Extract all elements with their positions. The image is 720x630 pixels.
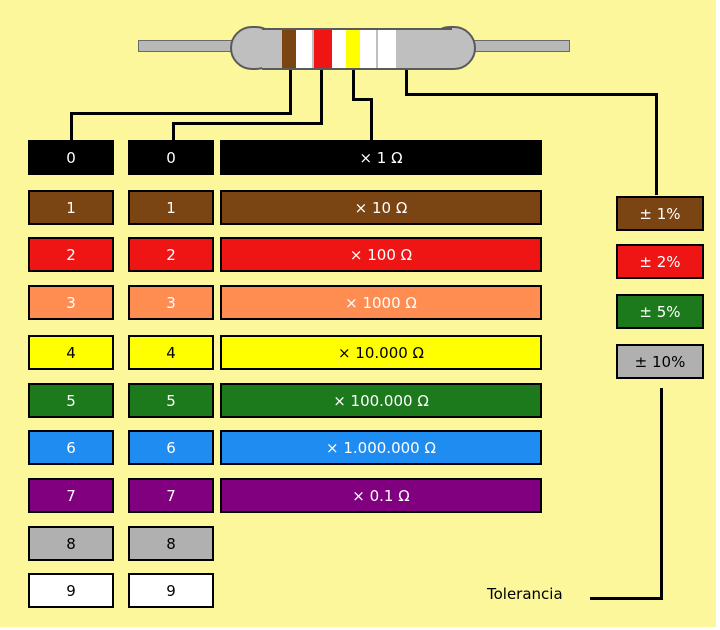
connector-line [289,70,292,114]
tolerance-cell-1: ± 2% [616,244,704,279]
connector-line [352,98,372,101]
multiplier-cell-3: × 1000 Ω [220,285,542,320]
connector-line [590,597,663,600]
multiplier-cell-6: × 1.000.000 Ω [220,430,542,465]
tolerance-cell-2: ± 5% [616,294,704,329]
second-digit-cell-7: 7 [128,478,214,513]
connector-line [370,98,373,140]
band-digit-1 [282,30,296,68]
first-digit-cell-5: 5 [28,383,114,418]
second-digit-cell-4: 4 [128,335,214,370]
resistor-right-lead [468,40,570,52]
first-digit-cell-6: 6 [28,430,114,465]
first-digit-cell-1: 1 [28,190,114,225]
connector-line [320,70,323,124]
second-digit-cell-6: 6 [128,430,214,465]
band-gap [360,30,376,68]
connector-line [405,93,657,96]
first-digit-cell-7: 7 [28,478,114,513]
resistor-left-lead [138,40,240,52]
first-digit-cell-8: 8 [28,526,114,561]
first-digit-cell-9: 9 [28,573,114,608]
second-digit-cell-9: 9 [128,573,214,608]
multiplier-cell-2: × 100 Ω [220,237,542,272]
connector-line [70,112,73,140]
band-gap [332,30,346,68]
second-digit-cell-1: 1 [128,190,214,225]
multiplier-cell-5: × 100.000 Ω [220,383,542,418]
band-multiplier [346,30,360,68]
band-digit-2 [314,30,332,68]
connector-line [70,112,292,115]
first-digit-cell-2: 2 [28,237,114,272]
multiplier-cell-0: × 1 Ω [220,140,542,175]
band-tolerance [378,30,396,68]
multiplier-cell-7: × 0.1 Ω [220,478,542,513]
multiplier-cell-4: × 10.000 Ω [220,335,542,370]
second-digit-cell-2: 2 [128,237,214,272]
connector-line [172,122,323,125]
connector-line [655,93,658,195]
first-digit-cell-3: 3 [28,285,114,320]
second-digit-cell-0: 0 [128,140,214,175]
second-digit-cell-8: 8 [128,526,214,561]
second-digit-cell-5: 5 [128,383,214,418]
multiplier-cell-1: × 10 Ω [220,190,542,225]
second-digit-cell-3: 3 [128,285,214,320]
band-gap [296,30,312,68]
connector-line [352,70,355,100]
first-digit-cell-0: 0 [28,140,114,175]
tolerance-cell-3: ± 10% [616,344,704,379]
connector-line [172,122,175,140]
first-digit-cell-4: 4 [28,335,114,370]
tolerance-caption: Tolerancia [487,585,563,603]
connector-line [405,70,408,95]
tolerance-cell-0: ± 1% [616,196,704,231]
connector-line [660,388,663,600]
